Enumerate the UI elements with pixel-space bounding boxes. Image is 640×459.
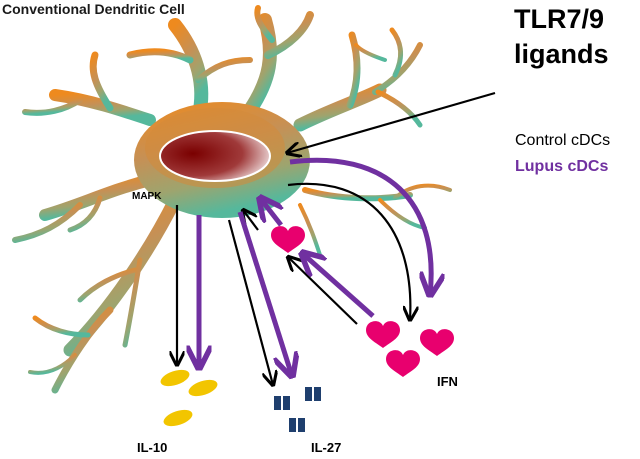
ifn-molecule <box>420 329 454 356</box>
ifn-molecule <box>386 350 420 377</box>
il27-molecules <box>274 387 321 432</box>
ifn-molecule <box>366 321 400 348</box>
diagram-title: Conventional Dendritic Cell <box>2 1 185 17</box>
stimulus-label: TLR7/9 ligands <box>514 2 609 72</box>
dendrite-right <box>293 83 387 132</box>
legend-control: Control cDCs <box>515 132 611 149</box>
il27-control-arrow <box>227 219 273 385</box>
ifn-feedback-lupus-arrow <box>302 253 375 318</box>
il10-label: IL-10 <box>137 440 168 455</box>
signal-feedback-control-arrow <box>243 210 259 231</box>
ifn-label: IFN <box>437 374 458 389</box>
ifn-control-arrow <box>287 182 410 320</box>
dendrite-top <box>168 18 209 117</box>
ifn-lupus-arrow <box>289 157 431 295</box>
ligand-arrow <box>287 91 496 153</box>
ifn-molecules <box>271 226 454 377</box>
pathway-label: MAPK <box>132 191 162 202</box>
nucleus <box>159 130 271 182</box>
dendritic-cell <box>12 5 452 394</box>
il27-molecule <box>305 387 312 401</box>
stimulus-line-2: ligands <box>514 39 609 69</box>
ifn-molecule <box>271 226 305 253</box>
il27-label: IL-27 <box>311 440 342 455</box>
legend-lupus: Lupus cDCs <box>515 158 609 175</box>
il27-molecule <box>289 418 296 432</box>
il27-lupus-arrow <box>237 211 292 376</box>
stimulus-line-1: TLR7/9 <box>514 4 605 34</box>
dendrite-left <box>39 174 156 221</box>
il10-molecule <box>160 369 190 387</box>
il27-molecule <box>274 396 281 410</box>
il10-molecule <box>163 409 193 427</box>
il10-molecule <box>188 379 218 397</box>
signal-feedback-lupus-arrow <box>260 198 281 227</box>
il10-molecules <box>160 369 218 427</box>
